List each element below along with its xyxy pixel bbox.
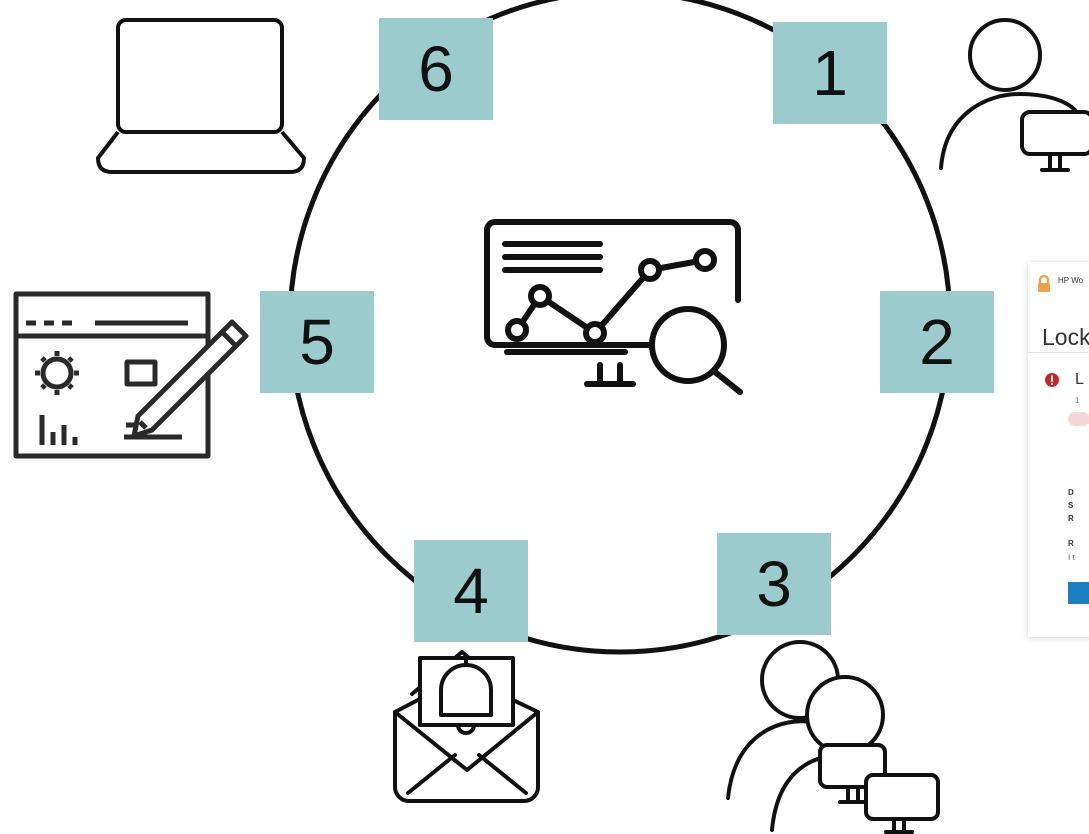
laptop-icon <box>96 18 306 174</box>
detail-row-1: D <box>1068 488 1074 497</box>
step-badge-5: 5 <box>260 291 374 393</box>
lock-icon <box>1038 274 1050 292</box>
alert-panel-screenshot: HP Wo Lock L 1 D S R R I t <box>1028 262 1089 637</box>
alert-meta: 1 <box>1075 396 1080 405</box>
dashboard-configuration-pencil-icon <box>13 291 249 459</box>
alert-icon <box>1045 373 1059 387</box>
panel-action-button[interactable] <box>1068 582 1089 604</box>
status-pill <box>1068 412 1089 426</box>
envelope-with-bell-icon <box>393 650 540 803</box>
detail-row-3: R <box>1068 514 1074 523</box>
step-badge-4: 4 <box>414 540 528 642</box>
detail-row-4: R <box>1068 539 1074 548</box>
monitor-analytics-magnifier-icon <box>484 219 743 395</box>
panel-title: Lock <box>1042 324 1089 350</box>
step-badge-1: 1 <box>773 22 887 124</box>
panel-header-text: HP Wo <box>1058 276 1084 285</box>
detail-row-2: S <box>1068 501 1074 510</box>
person-at-monitor-icon <box>939 18 1089 172</box>
step-badge-3: 3 <box>717 533 831 635</box>
group-of-users-with-monitors-icon <box>726 640 940 834</box>
alert-title: L <box>1075 371 1084 388</box>
step-badge-6: 6 <box>379 18 493 120</box>
step-badge-2: 2 <box>880 291 994 393</box>
detail-row-4-sub: I t <box>1068 553 1075 562</box>
